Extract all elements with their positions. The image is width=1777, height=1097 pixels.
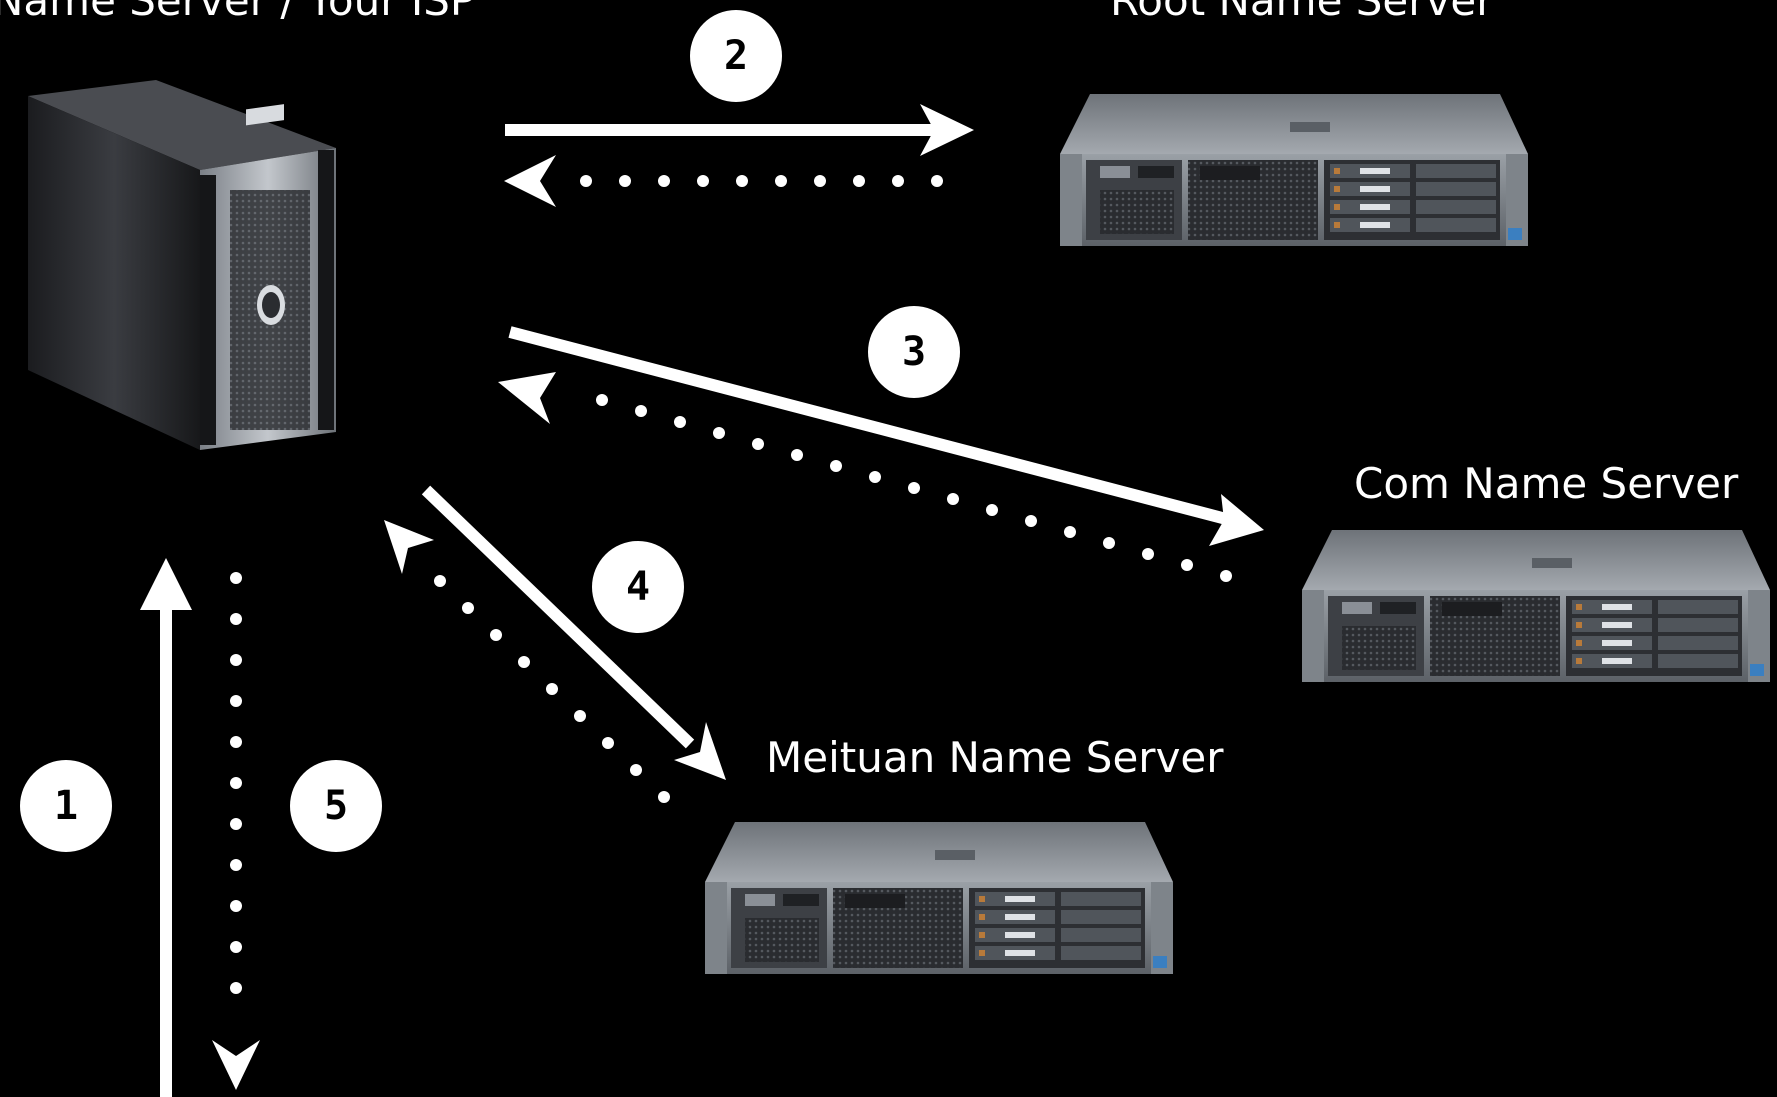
step-2-query-arrow [505,104,974,156]
step-3-response-arrow [498,372,1232,582]
root-server-rack [1060,94,1528,246]
step-badge-4: 4 [592,541,684,633]
step-2-response-arrow [504,155,943,207]
step-3-query-arrow [508,326,1264,546]
meituan-server-label: Meituan Name Server [766,733,1224,782]
step-4-response-arrow [384,520,670,803]
step-badge-1-number: 1 [54,783,78,829]
isp-server-label: Name Server / Your ISP [0,0,475,25]
com-server-label: Com Name Server [1354,459,1739,508]
step-badge-1: 1 [20,760,112,852]
com-server-rack [1302,530,1770,682]
step-4-query-arrow [421,485,726,780]
isp-server-tower [28,80,336,450]
step-5-response-arrow [212,572,260,1090]
step-badge-3: 3 [868,306,960,398]
step-badge-4-number: 4 [626,564,650,610]
meituan-server-rack [705,822,1173,974]
root-server-label: Root Name Server [1110,0,1494,25]
step-badge-5-number: 5 [324,783,348,829]
step-badge-5: 5 [290,760,382,852]
step-badge-2: 2 [690,10,782,102]
step-badge-3-number: 3 [902,329,926,375]
step-badge-2-number: 2 [724,33,748,79]
step-1-query-arrow [140,558,192,1097]
